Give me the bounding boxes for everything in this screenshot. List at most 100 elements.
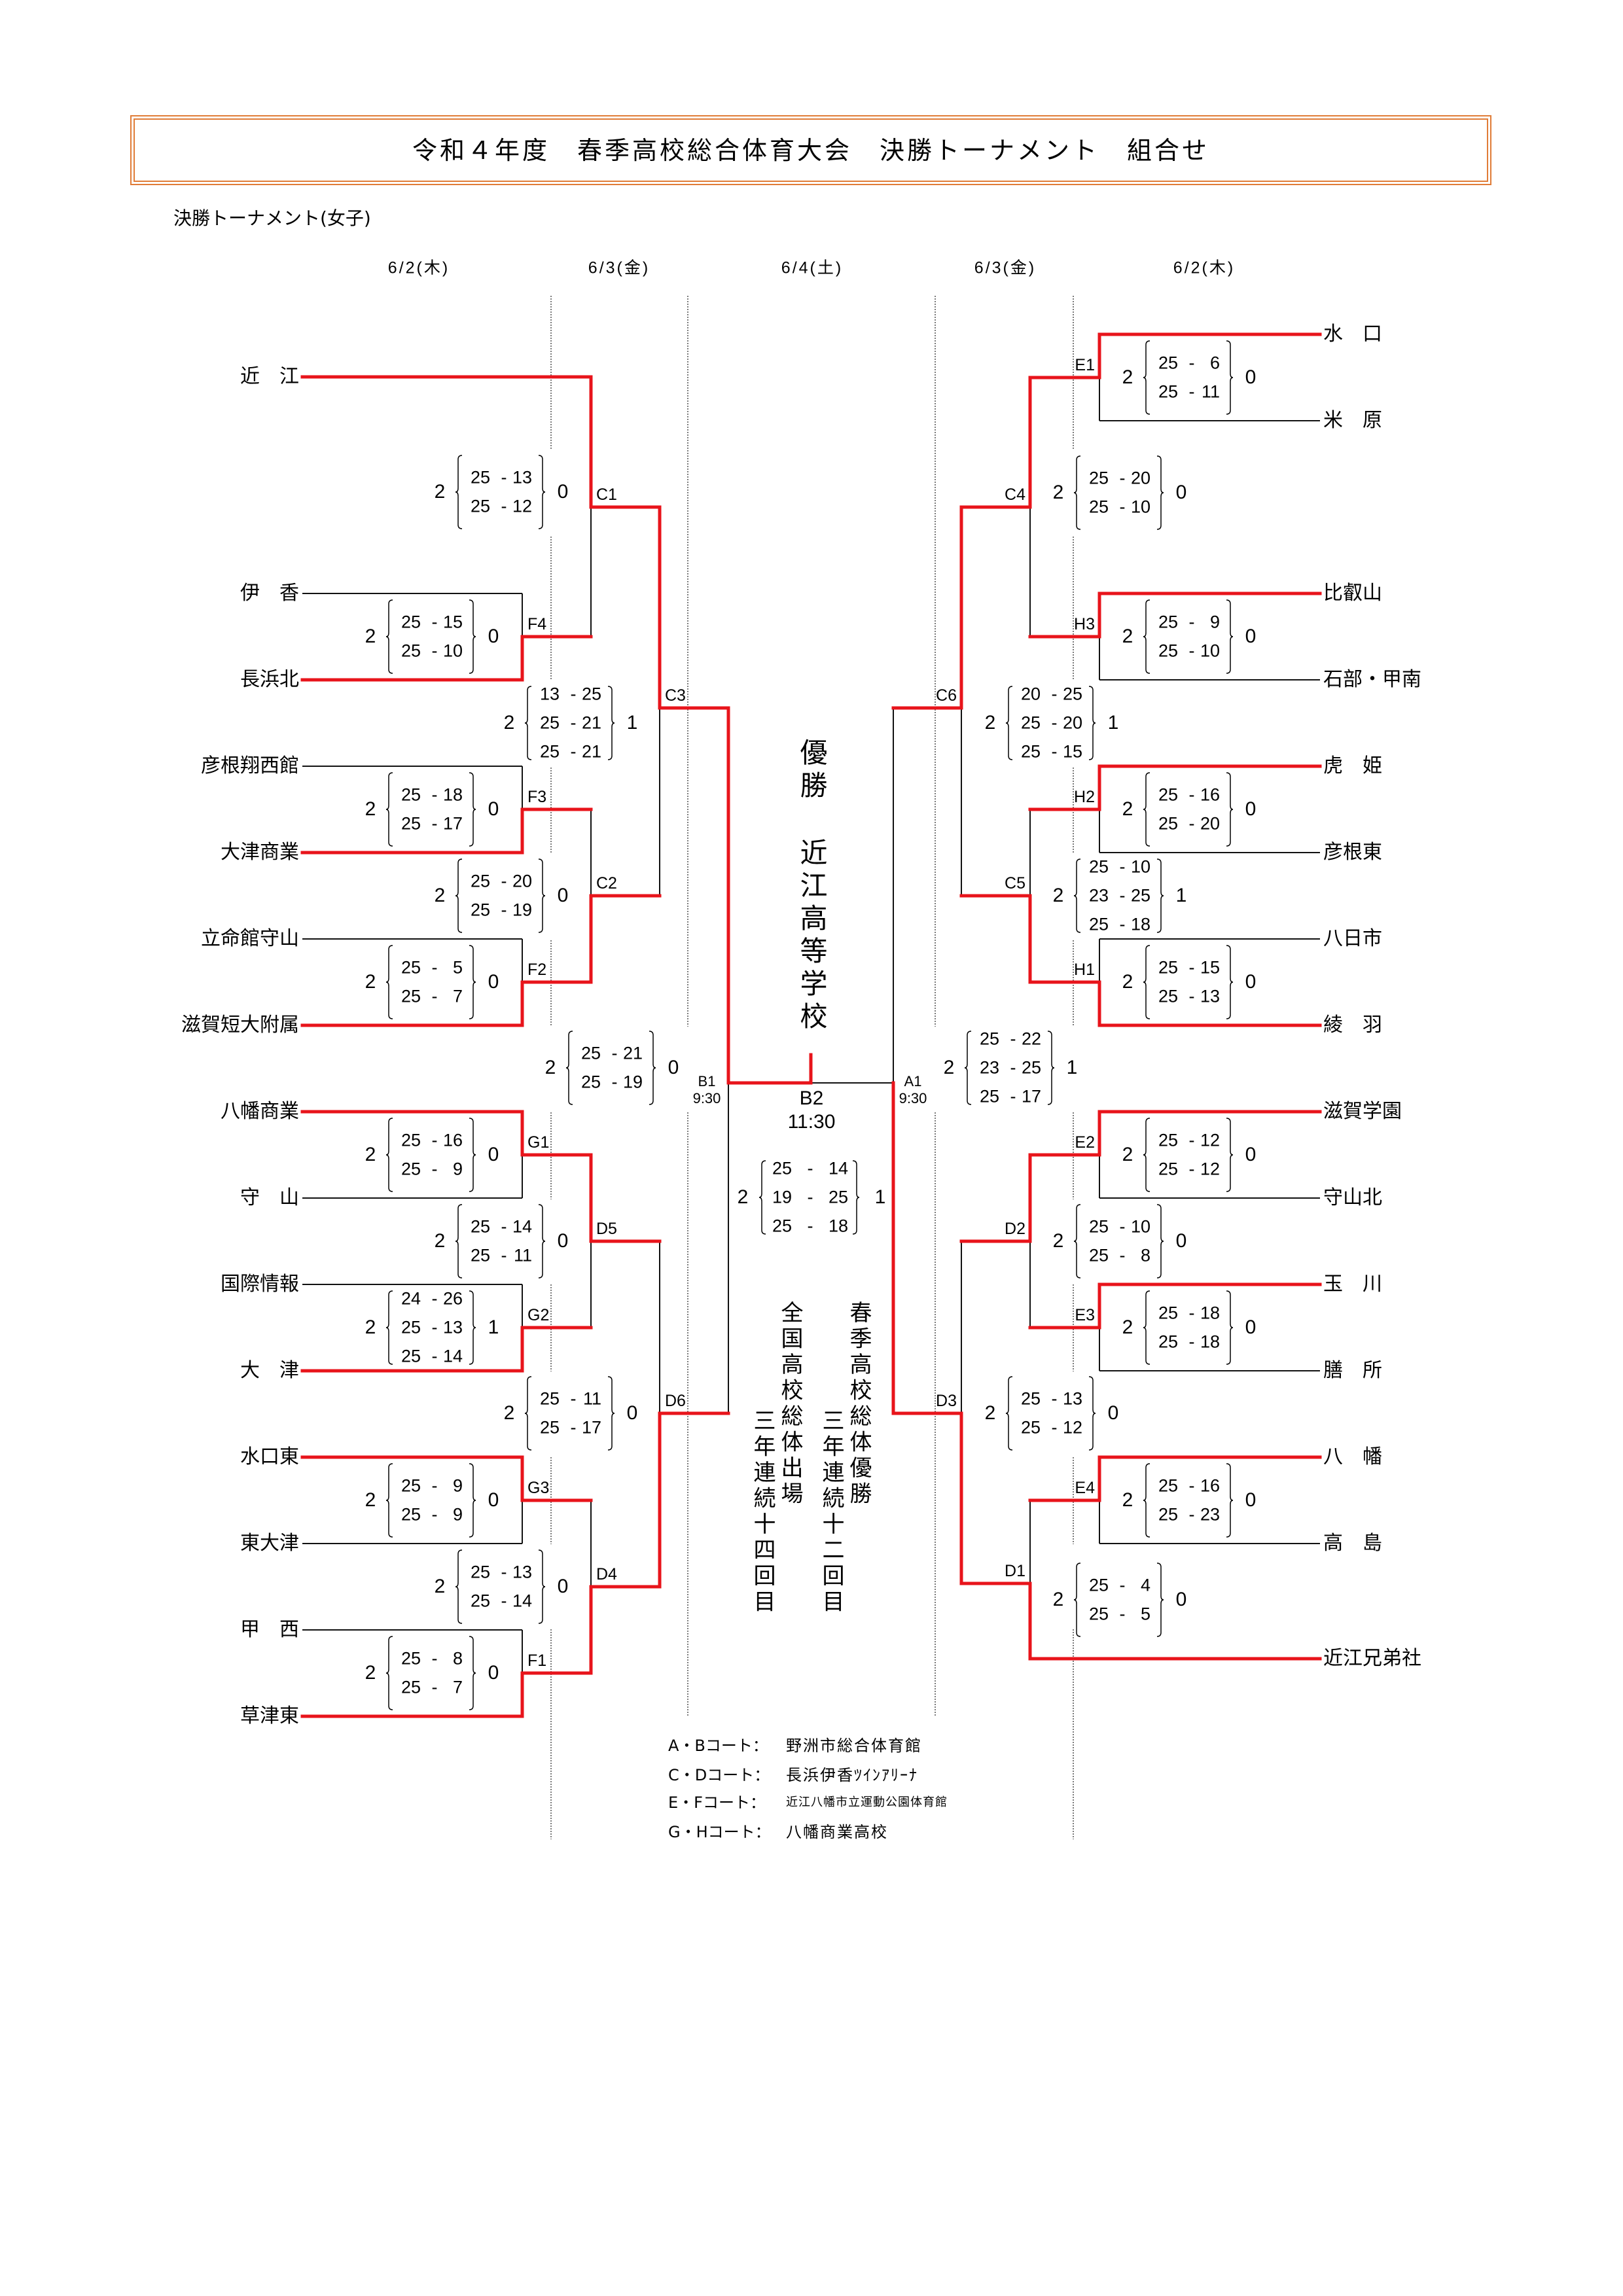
brace-left-icon [385, 1290, 393, 1365]
set-points-loser: 12 [1062, 1417, 1082, 1438]
set-points-loser: 25 [1021, 1057, 1041, 1078]
team-name-right: 八日市 [1323, 927, 1382, 950]
match-label: C3 [665, 686, 686, 705]
team-name-left: 国際情報 [221, 1273, 299, 1296]
score-separator: - [1188, 986, 1195, 1006]
set-points-loser: 12 [1200, 1159, 1220, 1179]
set-points-winner: 25 [1020, 1388, 1041, 1409]
set-points-loser: 8 [452, 1648, 463, 1669]
score-separator: - [431, 1475, 438, 1496]
set-points-winner: 25 [470, 467, 490, 487]
match-time: 9:30 [899, 1090, 927, 1106]
brace-right-icon [469, 945, 476, 1019]
brace-right-icon [1226, 340, 1234, 415]
set-points-loser: 17 [442, 813, 463, 834]
score-separator: - [1119, 885, 1126, 906]
sets-lost: 0 [1245, 626, 1257, 647]
team-name-right: 近江兄弟社 [1323, 1647, 1421, 1670]
set-points-winner: 13 [539, 684, 560, 704]
brace-right-icon [469, 772, 476, 847]
set-points-loser: 11 [513, 1245, 532, 1265]
set-points-loser: 19 [512, 900, 532, 920]
brace-left-icon [1143, 772, 1150, 847]
brace-left-icon [964, 1031, 972, 1105]
set-points-winner: 25 [401, 1159, 421, 1179]
round-date-right-1: 6/2(木) [1173, 258, 1236, 277]
set-points-loser: 18 [1130, 914, 1150, 934]
sets-lost: 0 [1245, 971, 1257, 993]
brace-left-icon [1005, 686, 1013, 760]
match-label: D6 [665, 1392, 686, 1410]
set-points-winner: 25 [1088, 1245, 1109, 1265]
sets-lost: 0 [557, 1576, 569, 1597]
set-points-winner: 25 [470, 496, 490, 516]
score-separator: - [1119, 857, 1126, 877]
team-name-right: 水 口 [1323, 323, 1382, 345]
score-separator: - [1188, 957, 1195, 978]
brace-right-icon [1047, 1031, 1055, 1105]
sets-lost: 0 [488, 1662, 499, 1684]
final-match-label: B2 [799, 1087, 824, 1109]
team-name-left: 東大津 [240, 1532, 299, 1555]
set-points-loser: 6 [1209, 353, 1220, 373]
set-points-loser: 15 [1062, 741, 1082, 762]
brace-left-icon [385, 772, 393, 847]
set-points-winner: 25 [401, 785, 421, 805]
sets-won: 2 [365, 798, 376, 820]
score-separator: - [1188, 612, 1195, 632]
court-legend-venue: 長浜伊香ﾂｲﾝｱﾘｰﾅ [786, 1766, 918, 1784]
sets-won: 2 [943, 1057, 955, 1078]
score-separator: - [431, 957, 438, 978]
set-points-winner: 25 [1088, 914, 1109, 934]
brace-left-icon [1143, 1463, 1150, 1538]
sets-lost: 1 [626, 712, 638, 733]
sets-lost: 1 [1175, 885, 1187, 906]
match-time: 9:30 [692, 1090, 721, 1106]
set-points-winner: 23 [1088, 885, 1109, 906]
team-name-left: 近 江 [240, 365, 299, 388]
team-name-right: 石部・甲南 [1323, 668, 1421, 691]
set-points-winner: 25 [1158, 1130, 1178, 1150]
score-separator: - [1010, 1086, 1016, 1106]
score-separator: - [1010, 1029, 1016, 1049]
score-separator: - [1119, 497, 1126, 517]
sets-lost: 0 [488, 1144, 499, 1165]
set-points-loser: 14 [512, 1216, 532, 1237]
brace-right-icon [852, 1160, 860, 1235]
score-separator: - [1051, 1417, 1058, 1438]
note-spring-streak: 三年連続十二回目 [818, 1409, 844, 1616]
set-points-loser: 10 [1130, 497, 1150, 517]
match-label: C4 [1005, 486, 1026, 504]
note-spring-title: 春季高校総体優勝 [846, 1301, 872, 1508]
set-points-loser: 11 [1201, 381, 1220, 402]
set-points-winner: 25 [401, 1475, 421, 1496]
set-points-winner: 25 [1158, 1504, 1178, 1525]
score-separator: - [1051, 684, 1058, 704]
score-separator: - [431, 641, 438, 661]
match-label: F2 [527, 961, 547, 979]
score-separator: - [501, 1245, 507, 1265]
set-points-loser: 16 [442, 1130, 463, 1150]
set-points-loser: 18 [442, 785, 463, 805]
brace-right-icon [1226, 772, 1234, 847]
score-separator: - [1051, 713, 1058, 733]
set-points-winner: 25 [401, 1504, 421, 1525]
brace-left-icon [1073, 1204, 1081, 1279]
brace-right-icon [1088, 1376, 1096, 1451]
score-separator: - [1188, 785, 1195, 805]
score-separator: - [431, 986, 438, 1006]
sets-won: 2 [1122, 798, 1133, 820]
score-separator: - [1188, 381, 1195, 402]
brace-left-icon [1073, 858, 1081, 933]
score-separator: - [1188, 1475, 1195, 1496]
set-points-winner: 25 [539, 1388, 560, 1409]
brace-left-icon [455, 1204, 463, 1279]
sets-lost: 1 [1107, 712, 1119, 733]
brace-left-icon [1073, 455, 1081, 530]
set-points-loser: 9 [1209, 612, 1220, 632]
sets-lost: 0 [1175, 482, 1187, 503]
court-legend-venue: 八幡商業高校 [786, 1823, 888, 1841]
champion-title: 優勝 [796, 738, 828, 804]
match-label: E3 [1075, 1306, 1095, 1324]
brace-left-icon [385, 1118, 393, 1192]
